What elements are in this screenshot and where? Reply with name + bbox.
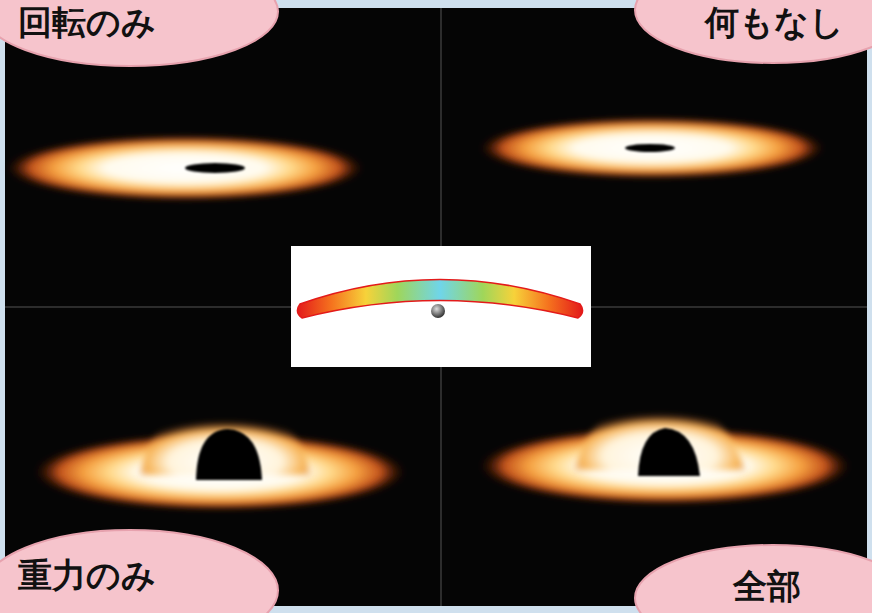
black-hole-shadow [185,163,245,173]
black-hole-sphere [431,304,445,318]
bubble-label: 何もなし [705,3,844,42]
black-hole-shadow [625,144,675,152]
label-bubble: 何もなし [633,0,872,65]
black-panel [5,8,867,606]
label-bubble: 重力のみ [0,528,280,613]
label-bubble: 回転のみ [0,0,280,68]
black-hole-shadow [196,429,262,480]
bubble-label: 全部 [733,567,801,606]
bubble-label: 重力のみ [18,556,156,595]
label-bubble: 全部 [633,543,872,613]
bubble-ellipse [635,0,872,63]
disk-cross-section [297,280,582,319]
black-hole-shadow [638,428,700,476]
bubble-ellipse [0,0,278,66]
accretion-disk [7,136,363,200]
accretion-disk [480,428,850,504]
inset-panel [291,246,591,367]
bubble-label: 回転のみ [18,3,156,42]
accretion-disk [480,118,824,178]
bubble-ellipse [635,545,872,613]
bubble-ellipse [0,530,278,613]
